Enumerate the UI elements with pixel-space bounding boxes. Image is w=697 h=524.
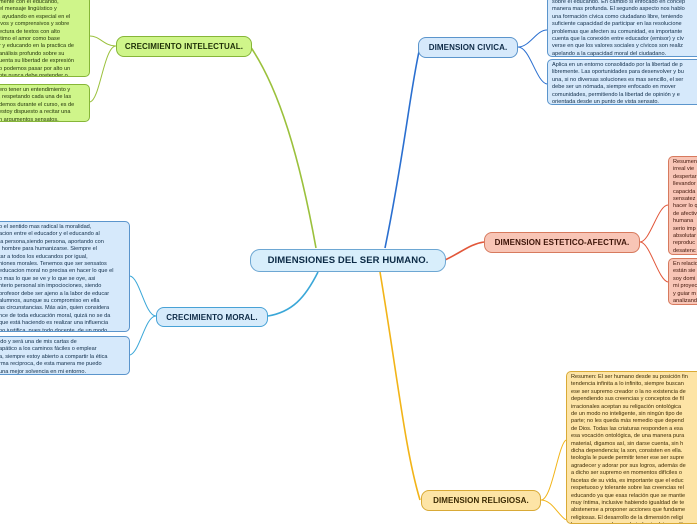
- central-topic[interactable]: DIMENSIONES DEL SER HUMANO.: [250, 249, 446, 272]
- branch-label: CRECIMIENTO MORAL.: [166, 312, 258, 322]
- branch-dimension-religiosa[interactable]: DIMENSION RELIGIOSA.: [421, 490, 541, 511]
- connector-religiosa: [379, 271, 421, 501]
- branch-dimension-estetico-afectiva[interactable]: DIMENSION ESTETICO-AFECTIVA.: [484, 232, 640, 253]
- connector-civica: [384, 46, 421, 249]
- connector-moral-notes: [129, 275, 157, 356]
- connector-estetico: [444, 241, 485, 261]
- branch-label: DIMENSION ESTETICO-AFECTIVA.: [494, 238, 630, 247]
- connector-moral: [267, 271, 319, 317]
- note-moral-1[interactable]: o el sentido mas radical la moralidad, a…: [0, 221, 130, 332]
- note-intelectual-2[interactable]: ero tener un entendimiento y , respetand…: [0, 84, 90, 122]
- branch-dimension-civica[interactable]: DIMENSION CIVICA.: [418, 37, 518, 58]
- branch-crecimiento-moral[interactable]: CRECIMIENTO MORAL.: [156, 307, 268, 327]
- branch-label: DIMENSION CIVICA.: [428, 43, 508, 52]
- note-civica-1[interactable]: sobre el educando. En cambio si enfocado…: [547, 0, 697, 57]
- branch-label: DIMENSION RELIGIOSA.: [433, 496, 529, 505]
- branch-label: CRECIMIENTO INTELECTUAL.: [124, 42, 244, 51]
- note-estetico-2[interactable]: En relacio están sie soy domi mi proyec …: [668, 258, 697, 305]
- note-estetico-1[interactable]: Resumen: irreal vie despertar llevandor …: [668, 156, 697, 255]
- note-intelectual-1[interactable]: mente con el educando, el mensaje lingüí…: [0, 0, 90, 77]
- connector-religiosa-notes: [540, 439, 567, 520]
- connector-estetico-notes: [639, 204, 669, 283]
- connector-civica-notes: [517, 29, 548, 85]
- note-moral-2[interactable]: ido y será una de mis cartas de apático …: [0, 336, 130, 375]
- central-topic-label: DIMENSIONES DEL SER HUMANO.: [267, 255, 429, 266]
- connector-intelectual-notes: [89, 35, 117, 103]
- note-religiosa-1[interactable]: Resumen: El ser humano desde su posición…: [566, 371, 697, 524]
- branch-crecimiento-intelectual[interactable]: CRECIMIENTO INTELECTUAL.: [116, 36, 252, 57]
- note-civica-2[interactable]: Aplica en un entorno consolidado por la …: [547, 59, 697, 105]
- connector-intelectual: [249, 45, 317, 249]
